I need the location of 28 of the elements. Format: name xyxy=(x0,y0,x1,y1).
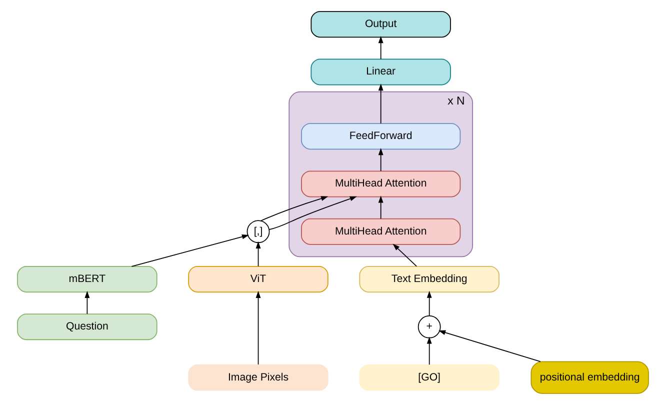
node-box: Question xyxy=(16,314,157,340)
arrow xyxy=(378,196,383,220)
node-box: [GO] xyxy=(358,364,499,391)
arrow xyxy=(84,290,90,314)
node-box: Text Embedding xyxy=(358,266,499,292)
node-box: Linear xyxy=(310,58,450,86)
node-box: MultiHead Attention xyxy=(300,218,460,245)
arrow xyxy=(130,234,249,267)
arrow xyxy=(378,148,383,172)
node-box: ViT xyxy=(188,266,328,292)
arrow xyxy=(255,290,260,365)
node-circle: [,] xyxy=(246,220,270,244)
arrow xyxy=(426,290,432,316)
node-circle: + xyxy=(417,315,440,338)
node-box: FeedForward xyxy=(300,123,460,150)
arrow xyxy=(268,196,356,230)
arrow xyxy=(438,330,540,362)
node-box: MultiHead Attention xyxy=(300,170,460,198)
arrow xyxy=(378,36,383,60)
node-box: positional embedding xyxy=(530,361,648,394)
arrow xyxy=(392,244,417,267)
arrow xyxy=(255,241,260,267)
arrow xyxy=(378,84,383,124)
arrow xyxy=(260,196,328,222)
node-box: Output xyxy=(310,11,450,38)
node-box: Image Pixels xyxy=(188,364,328,391)
arrow xyxy=(426,336,432,365)
node-box: mBERT xyxy=(16,266,157,292)
